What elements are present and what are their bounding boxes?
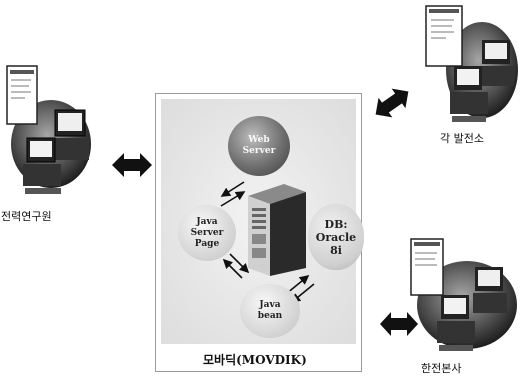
system-caption: 모바딕(MOVDIK)	[203, 351, 307, 368]
site-label-kepco-headquarters: 한전본사	[421, 360, 461, 376]
site-label-power-plants: 각 발전소	[440, 130, 484, 146]
database-node: DB: Oracle 8i	[308, 204, 364, 270]
workstation-cluster-icon	[420, 4, 520, 134]
site-label-research-institute: 전력연구원	[1, 208, 52, 224]
site-research-institute: 전력연구원	[3, 62, 98, 227]
web-server-node: Web Server	[228, 116, 290, 176]
left-connection-arrow	[112, 153, 152, 177]
site-power-plants: 각 발전소	[420, 4, 520, 154]
java-bean-node: Java bean	[240, 284, 300, 338]
workstation-cluster-icon	[405, 237, 523, 361]
workstation-cluster-icon	[3, 62, 98, 202]
server-tower-icon	[248, 184, 306, 276]
movdik-system-panel: Web Server Java Server Page DB: Oracle 8…	[155, 93, 362, 372]
bottom-right-connection-arrow	[380, 312, 418, 336]
jsp-node: Java Server Page	[178, 205, 236, 261]
top-right-connection-arrow	[372, 84, 412, 122]
site-kepco-headquarters: 한전본사	[405, 237, 523, 382]
